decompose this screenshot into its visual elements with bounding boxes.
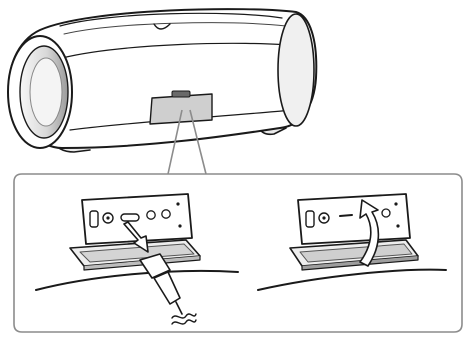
speaker-illustration (8, 9, 316, 152)
connect-usb-c-port (121, 214, 139, 221)
close-step (258, 194, 446, 290)
close-body-curve (258, 270, 446, 290)
connect-button-1 (147, 211, 155, 219)
close-button-1 (382, 209, 390, 217)
close-port-panel (298, 194, 410, 244)
speaker-left-cap-inner (30, 58, 62, 126)
speaker-right-cap (278, 14, 314, 126)
connect-port-rect (90, 211, 98, 227)
close-usb-c-port (340, 215, 352, 216)
connect-step (36, 194, 238, 324)
connect-button-2 (162, 210, 170, 218)
connect-body-curve (36, 271, 238, 290)
close-port-rect (306, 211, 314, 227)
usb-c-cable-icon (140, 254, 196, 324)
